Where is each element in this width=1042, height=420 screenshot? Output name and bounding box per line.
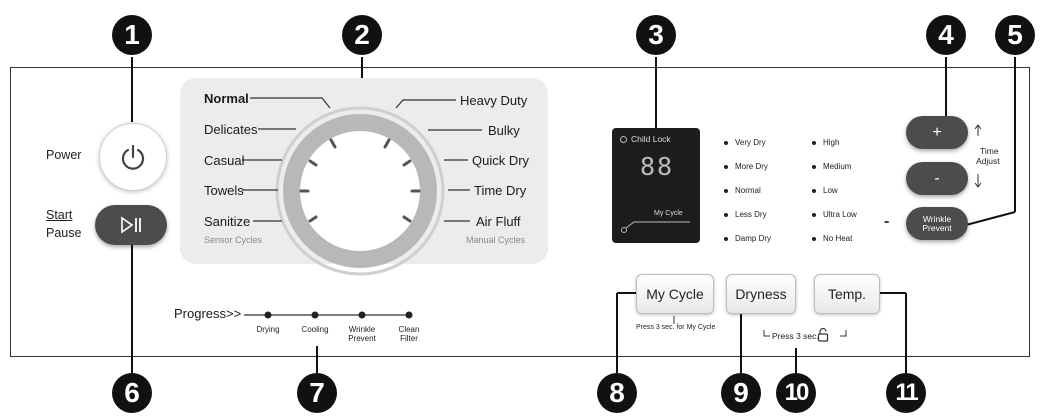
adjust-label: Adjust	[976, 156, 1000, 166]
temp-indicator-list: High Medium Low Ultra Low No Heat	[812, 138, 857, 243]
child-lock-hint: Press 3 sec.	[772, 331, 819, 341]
dryness-indicator-list: Very Dry More Dry Normal Less Dry Damp D…	[724, 138, 771, 243]
child-lock-label: Child Lock	[631, 134, 671, 144]
progress-dot-drying	[264, 311, 272, 319]
start-pause-button[interactable]	[95, 205, 167, 245]
time-adjust-bracket	[974, 124, 982, 188]
dryness-more-dry: More Dry	[724, 162, 771, 171]
callout-2: 2	[342, 15, 382, 55]
progress-cooling: Cooling	[301, 325, 329, 334]
callout-3: 3	[636, 15, 676, 55]
temp-button[interactable]: Temp.	[814, 274, 880, 314]
temp-no-heat: No Heat	[812, 234, 857, 243]
my-cycle-display-indicator	[621, 221, 690, 233]
callout-6: 6	[112, 373, 152, 413]
cycle-time-dry: Time Dry	[474, 183, 527, 198]
child-lock-indicator	[620, 136, 627, 143]
my-cycle-hint: Press 3 sec. for My Cycle	[636, 324, 716, 331]
lock-icon	[817, 327, 829, 342]
cycle-heavy-duty: Heavy Duty	[460, 93, 528, 108]
lcd-display	[612, 128, 700, 243]
pause-label: Pause	[46, 226, 82, 240]
progress-dot-wrinkle-prevent	[358, 311, 366, 319]
dryness-normal: Normal	[724, 186, 771, 195]
dryness-very-dry: Very Dry	[724, 138, 771, 147]
progress-wrinkle-prevent: Wrinkle Prevent	[348, 325, 376, 343]
cycle-towels: Towels	[204, 183, 244, 198]
time-plus-button[interactable]: +	[906, 116, 968, 149]
cycle-sanitize: Sanitize	[204, 214, 251, 229]
dryness-damp-dry: Damp Dry	[724, 234, 771, 243]
wrinkle-dash: -	[884, 213, 890, 230]
callout-9: 9	[721, 373, 761, 413]
temp-medium: Medium	[812, 162, 857, 171]
sensor-cycles-label: Sensor Cycles	[204, 235, 263, 245]
progress-dot-cooling	[311, 311, 319, 319]
cycle-quick-dry: Quick Dry	[472, 153, 530, 168]
power-icon	[121, 144, 145, 170]
cycle-casual: Casual	[204, 153, 245, 168]
dryness-button[interactable]: Dryness	[726, 274, 796, 314]
digit-readout: 88	[640, 152, 675, 181]
progress-dot-clean-filter	[405, 311, 413, 319]
callout-1: 1	[112, 15, 152, 55]
temp-low: Low	[812, 186, 857, 195]
temp-high: High	[812, 138, 857, 147]
progress-clean-filter: Clean Filter	[398, 325, 420, 343]
callout-7: 7	[297, 373, 337, 413]
wrinkle-prevent-line2: Prevent	[922, 222, 952, 233]
dryness-less-dry: Less Dry	[724, 210, 771, 219]
play-pause-icon	[121, 216, 141, 234]
power-button[interactable]	[99, 123, 167, 191]
callout-5: 5	[995, 15, 1035, 55]
wrinkle-prevent-line1: Wrinkle	[922, 213, 952, 224]
start-label: Start	[46, 208, 73, 222]
callout-4: 4	[926, 15, 966, 55]
time-label: Time	[980, 146, 999, 156]
temp-ultra-low: Ultra Low	[812, 210, 857, 219]
progress-title: Progress>>	[174, 306, 242, 321]
callout-10: 10	[776, 373, 816, 413]
manual-cycles-label: Manual Cycles	[466, 235, 526, 245]
callout-8: 8	[597, 373, 637, 413]
wrinkle-prevent-button[interactable]: Wrinkle Prevent	[906, 207, 968, 240]
time-minus-button[interactable]: -	[906, 162, 968, 195]
cycle-normal: Normal	[204, 91, 249, 106]
cycle-delicates: Delicates	[204, 122, 258, 137]
my-cycle-button[interactable]: My Cycle	[636, 274, 714, 314]
cycle-bulky: Bulky	[488, 123, 520, 138]
power-label: Power	[46, 148, 82, 162]
callout-11: 11	[886, 373, 926, 413]
progress-track	[244, 311, 413, 319]
cycle-dial[interactable]	[270, 96, 450, 276]
progress-drying: Drying	[256, 325, 280, 334]
cycle-air-fluff: Air Fluff	[476, 214, 521, 229]
my-cycle-display-label: My Cycle	[654, 210, 683, 217]
